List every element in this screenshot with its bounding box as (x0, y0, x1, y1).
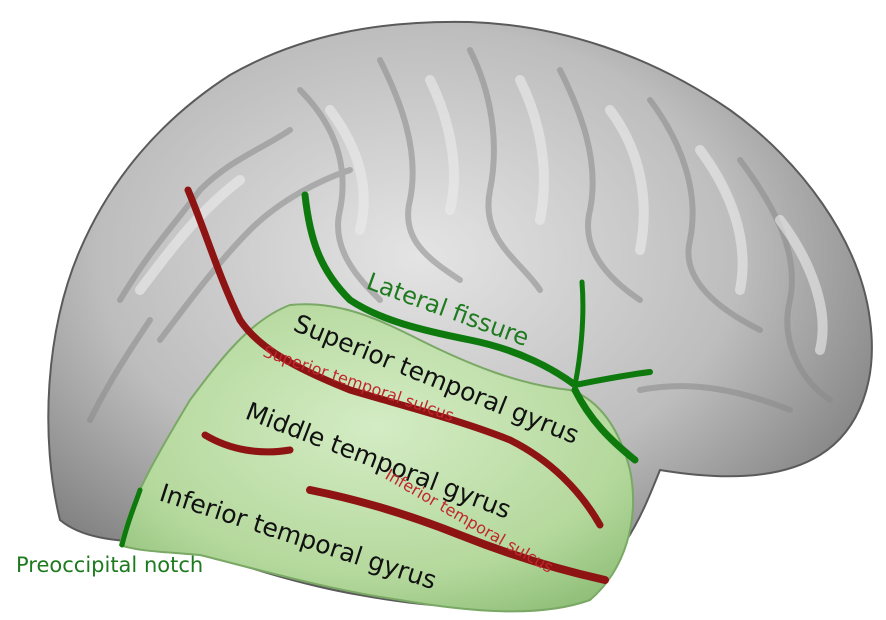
label-preoccipital-notch: Preoccipital notch (16, 553, 203, 577)
